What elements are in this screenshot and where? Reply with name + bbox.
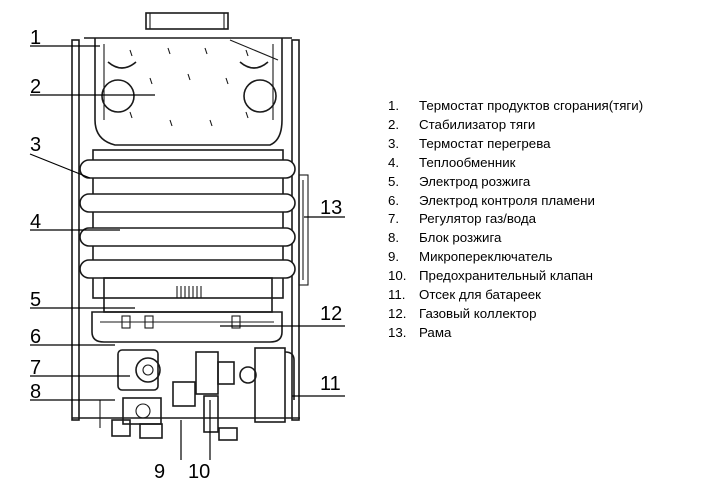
legend-num: 11. [388,287,406,303]
callout-number: 4 [30,211,41,233]
legend-label: Электрод контроля пламени [419,192,595,208]
legend-item: 12. Газовый коллектор [388,305,643,324]
legend-num: 7. [388,211,400,227]
legend-item: 5. Электрод розжига [388,173,643,192]
legend-num: 12. [388,305,407,321]
legend-label: Микропереключатель [419,249,553,265]
legend-num: 6. [388,192,400,208]
callout-number: 3 [30,134,41,156]
callout-number: 5 [30,289,41,311]
legend-item: 10. Предохранительный клапан [388,267,643,286]
legend-num: 1. [388,98,400,113]
callout-number: 2 [30,76,41,98]
legend-label: Блок розжига [419,230,502,246]
legend-label: Термостат продуктов сгорания(тяги) [419,98,644,113]
legend-label: Теплообменник [419,154,516,170]
callout-number: 7 [30,357,41,379]
legend-item: 3. Термостат перегрева [388,135,643,154]
legend-label: Электрод розжига [419,173,531,189]
callout-number: 13 [320,197,342,219]
callout-number: 9 [154,461,165,483]
legend-num: 3. [388,135,400,151]
legend-item: 4. Теплообменник [388,154,643,173]
legend-item: 8. Блок розжига [388,229,643,248]
legend-label: Регулятор газ/вода [419,211,537,227]
callout-number: 11 [320,373,341,395]
legend-num: 2. [388,116,400,132]
heater-drawing [71,12,309,441]
legend-num: 10. [388,268,407,284]
legend-label: Предохранительный клапан [419,268,593,284]
legend-num: 4. [388,154,400,170]
legend-item: 7. Регулятор газ/вода [388,210,643,229]
legend-item: 6. Электрод контроля пламени [388,192,643,211]
legend-num: 13. [388,324,407,340]
legend-item: 9. Микропереключатель [388,248,643,267]
legend-label: Газовый коллектор [419,305,537,321]
legend-num: 9. [388,249,400,265]
legend-label: Отсек для батареек [419,287,542,303]
callout-number: 12 [320,303,342,325]
callout-number: 10 [188,461,210,483]
legend-label: Термостат перегрева [419,135,551,151]
legend-label: Стабилизатор тяги [419,116,536,132]
legend-label: Рама [419,324,452,340]
legend: 1. Термостат продуктов сгорания(тяги) 2. С… [388,97,643,343]
legend-item: 2. Стабилизатор тяги [388,116,643,135]
callout-number: 1 [30,27,41,49]
leader-lines [29,45,345,460]
legend-num: 5. [388,173,400,189]
legend-item: 11. Отсек для батареек [388,286,643,305]
legend-item: 13. Рама [388,324,643,343]
callout-number: 6 [30,326,41,348]
callout-numbers: 1 2 3 4 5 6 7 8 9 10 11 12 13 [30,27,342,483]
legend-num: 8. [388,230,400,246]
legend-item: 1. Термостат продуктов сгорания(тяги) [388,97,643,116]
callout-number: 8 [30,381,41,403]
